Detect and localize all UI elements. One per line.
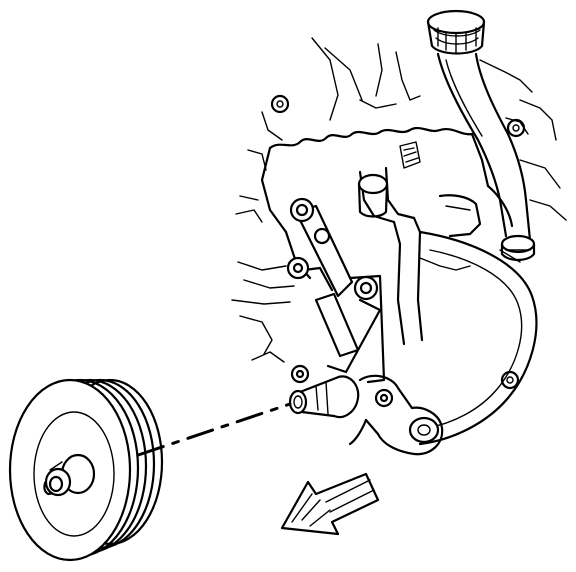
centerline: [38, 402, 292, 490]
pump-shaft: [288, 374, 444, 456]
reservoir-filler: [426, 9, 536, 262]
pump: [260, 126, 538, 446]
pulley: [8, 378, 164, 562]
engine-block: [231, 37, 567, 363]
bracket: [286, 197, 394, 408]
removal-arrow-icon: [280, 472, 380, 536]
